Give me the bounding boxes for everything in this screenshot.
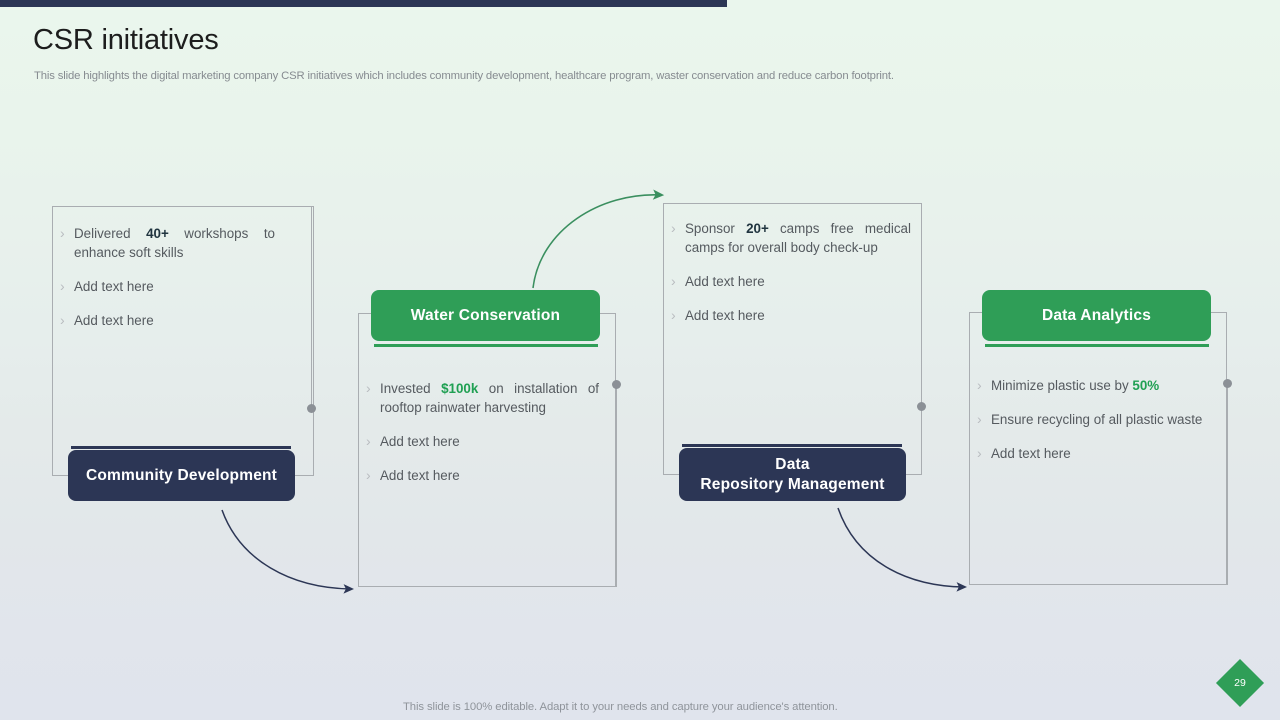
chevron-right-icon: › — [977, 445, 982, 461]
list-item: › Add text here — [60, 277, 275, 296]
connector-dot-4 — [1223, 379, 1232, 388]
list-item-text: Sponsor 20+ camps free medical camps for… — [685, 221, 911, 255]
arrow-navy-2 — [837, 507, 967, 592]
footer-note: This slide is 100% editable. Adapt it to… — [403, 701, 838, 713]
page-title: CSR initiatives — [33, 24, 219, 56]
chevron-right-icon: › — [977, 411, 982, 427]
list-item: › Sponsor 20+ camps free medical camps f… — [671, 219, 911, 257]
chevron-right-icon: › — [60, 225, 65, 241]
chevron-right-icon: › — [366, 467, 371, 483]
bullet-list-community-development: › Delivered 40+ workshops to enhance sof… — [60, 224, 275, 345]
connector-dot-1 — [307, 404, 316, 413]
list-item: › Delivered 40+ workshops to enhance sof… — [60, 224, 275, 262]
list-item-text: Add text here — [685, 308, 765, 323]
list-item: › Add text here — [366, 466, 599, 485]
connector-stem-3 — [921, 203, 922, 405]
bullet-list-data-analytics: › Minimize plastic use by 50% › Ensure r… — [977, 376, 1203, 478]
bullet-list-water-conservation: › Invested $100k on installation of roof… — [366, 379, 599, 500]
chevron-right-icon: › — [671, 307, 676, 323]
connector-dot-2 — [612, 380, 621, 389]
chevron-right-icon: › — [60, 312, 65, 328]
list-item: › Add text here — [671, 272, 911, 291]
connector-stem-1 — [311, 206, 312, 408]
list-item-text: Delivered 40+ workshops to enhance soft … — [74, 226, 275, 260]
chevron-right-icon: › — [60, 278, 65, 294]
list-item-text: Add text here — [991, 446, 1071, 461]
list-item: › Add text here — [366, 432, 599, 451]
connector-stem-4 — [1227, 388, 1228, 585]
list-item-text: Add text here — [380, 434, 460, 449]
list-item-text: Add text here — [74, 313, 154, 328]
list-item: › Add text here — [60, 311, 275, 330]
card-label-data-analytics[interactable]: Data Analytics — [982, 290, 1211, 341]
arrow-navy-1 — [221, 509, 354, 594]
card-label-data-repository-management[interactable]: Data Repository Management — [679, 448, 906, 501]
list-item: › Invested $100k on installation of roof… — [366, 379, 599, 417]
list-item: › Add text here — [671, 306, 911, 325]
chevron-right-icon: › — [977, 377, 982, 393]
bullet-list-data-repository-management: › Sponsor 20+ camps free medical camps f… — [671, 219, 911, 340]
connector-dot-3 — [917, 402, 926, 411]
connector-stem-2 — [616, 388, 617, 587]
chevron-right-icon: › — [671, 220, 676, 236]
page-subtitle: This slide highlights the digital market… — [34, 70, 894, 82]
pill-accent-line-data-analytics — [985, 344, 1209, 347]
list-item: › Add text here — [977, 444, 1203, 463]
chevron-right-icon: › — [671, 273, 676, 289]
page-number-label: 29 — [1234, 677, 1246, 689]
pill-accent-line-community-development — [71, 446, 291, 449]
arrow-green-up — [532, 189, 665, 289]
card-label-line-1: Data — [775, 455, 810, 473]
pill-accent-line-water-conservation — [374, 344, 598, 347]
list-item-text: Invested $100k on installation of roofto… — [380, 381, 600, 415]
pill-accent-line-data-repository-management — [682, 444, 902, 447]
list-item: › Ensure recycling of all plastic waste — [977, 410, 1203, 429]
list-item-text: Add text here — [380, 468, 460, 483]
list-item-text: Add text here — [685, 274, 765, 289]
list-item-text: Add text here — [74, 279, 154, 294]
chevron-right-icon: › — [366, 433, 371, 449]
card-label-line-2: Repository Management — [700, 475, 885, 493]
chevron-right-icon: › — [366, 380, 371, 396]
list-item-text: Ensure recycling of all plastic waste — [991, 412, 1203, 427]
card-label-water-conservation[interactable]: Water Conservation — [371, 290, 600, 341]
list-item-text: Minimize plastic use by 50% — [991, 378, 1160, 393]
list-item: › Minimize plastic use by 50% — [977, 376, 1203, 395]
top-accent-bar — [0, 0, 727, 7]
card-label-community-development[interactable]: Community Development — [68, 450, 295, 501]
